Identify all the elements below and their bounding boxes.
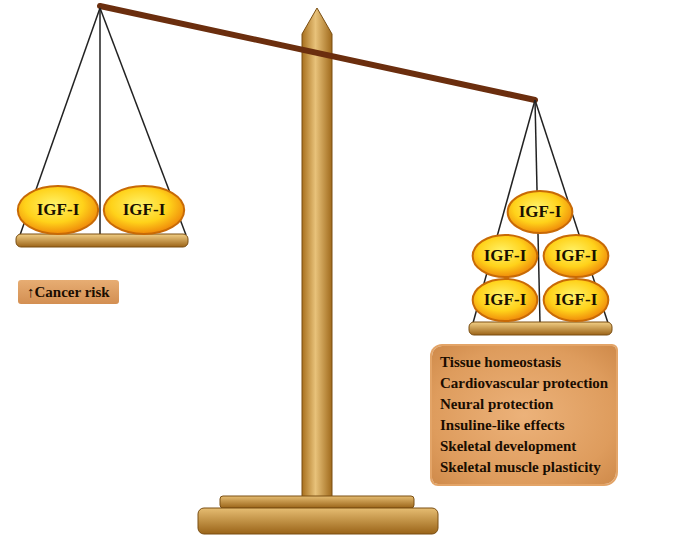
effect-text: Skeletal development — [440, 436, 608, 457]
scale-base — [198, 508, 438, 534]
molecule-label: IGF-I — [519, 202, 562, 222]
igf-ellipse: IGF-I — [17, 185, 99, 235]
molecule-label: IGF-I — [123, 200, 166, 220]
left-pan — [16, 234, 188, 247]
scale-beam — [100, 6, 535, 100]
igf-ellipse: IGF-I — [543, 234, 609, 278]
effects-box: Tissue homeostasisCardiovascular protect… — [432, 346, 616, 484]
igf-ellipse: IGF-I — [103, 185, 185, 235]
right-strings — [473, 100, 608, 323]
effect-text: Tissue homeostasis — [440, 352, 608, 373]
molecule-label: IGF-I — [555, 246, 598, 266]
igf-ellipse: IGF-I — [543, 278, 609, 322]
right-pan — [469, 322, 612, 335]
igf-ellipse: IGF-I — [472, 234, 538, 278]
igf-ellipse: IGF-I — [472, 278, 538, 322]
effect-text: Skeletal muscle plasticity — [440, 457, 608, 478]
risk-text: ↑Cancer risk — [27, 284, 110, 300]
effect-text: Insuline-like effects — [440, 415, 608, 436]
effect-text: Neural protection — [440, 394, 608, 415]
molecule-label: IGF-I — [555, 290, 598, 310]
effect-text: Cardiovascular protection — [440, 373, 608, 394]
igf-ellipse: IGF-I — [507, 190, 573, 234]
left-strings — [20, 8, 186, 235]
scale-base-top — [220, 496, 414, 508]
risk-label-box: ↑Cancer risk — [18, 280, 119, 304]
molecule-label: IGF-I — [37, 200, 80, 220]
molecule-label: IGF-I — [484, 290, 527, 310]
scale-pillar — [302, 8, 332, 500]
molecule-label: IGF-I — [484, 246, 527, 266]
